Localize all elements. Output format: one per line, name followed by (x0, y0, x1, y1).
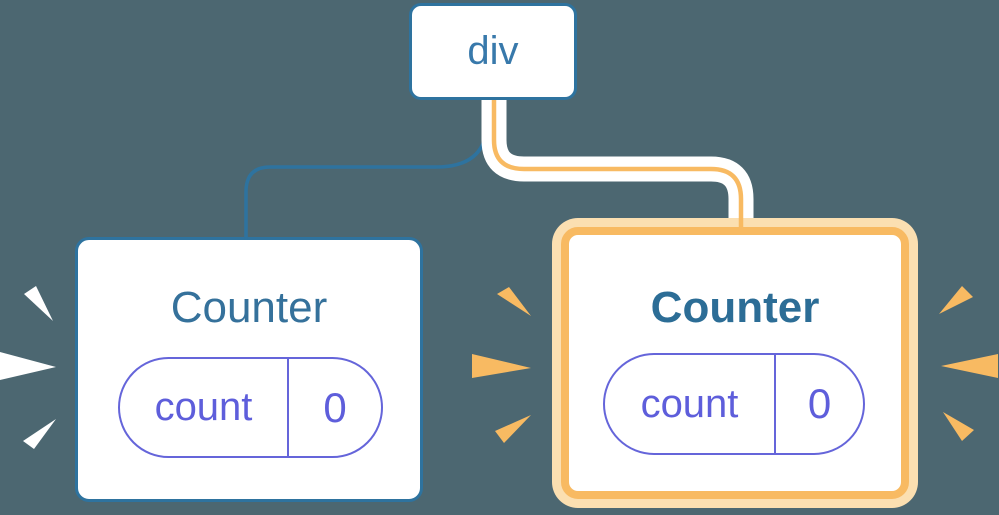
burst-wedge (943, 412, 974, 441)
burst-wedge (497, 287, 531, 316)
burst-wedge (941, 354, 998, 378)
burst-wedge (24, 286, 53, 321)
burst-wedge (0, 352, 56, 380)
tree-node-div: div (409, 3, 577, 100)
burst-wedge (939, 286, 973, 314)
state-name: count (605, 355, 776, 453)
state-value: 0 (807, 380, 832, 427)
connector-line-right-highlight (491, 100, 744, 231)
connector-line-left (244, 100, 489, 240)
burst-marks-white (0, 286, 56, 449)
tree-node-div-label: div (467, 29, 519, 73)
burst-wedge (472, 354, 531, 378)
state-pill: count 0 (603, 353, 865, 455)
burst-wedge (23, 419, 56, 449)
state-pill: count 0 (118, 357, 383, 458)
burst-marks-orange-right (939, 286, 998, 441)
state-name: count (120, 359, 289, 456)
tree-node-counter-1: Counter count 0 (75, 237, 423, 502)
burst-wedge (495, 415, 531, 443)
burst-marks-orange-left (472, 287, 531, 443)
counter-title: Counter (170, 283, 328, 332)
state-value: 0 (323, 383, 347, 431)
connector-band-right (481, 100, 754, 218)
tree-node-counter-2-highlighted: Counter count 0 (552, 218, 918, 508)
counter-title: Counter (650, 283, 820, 332)
